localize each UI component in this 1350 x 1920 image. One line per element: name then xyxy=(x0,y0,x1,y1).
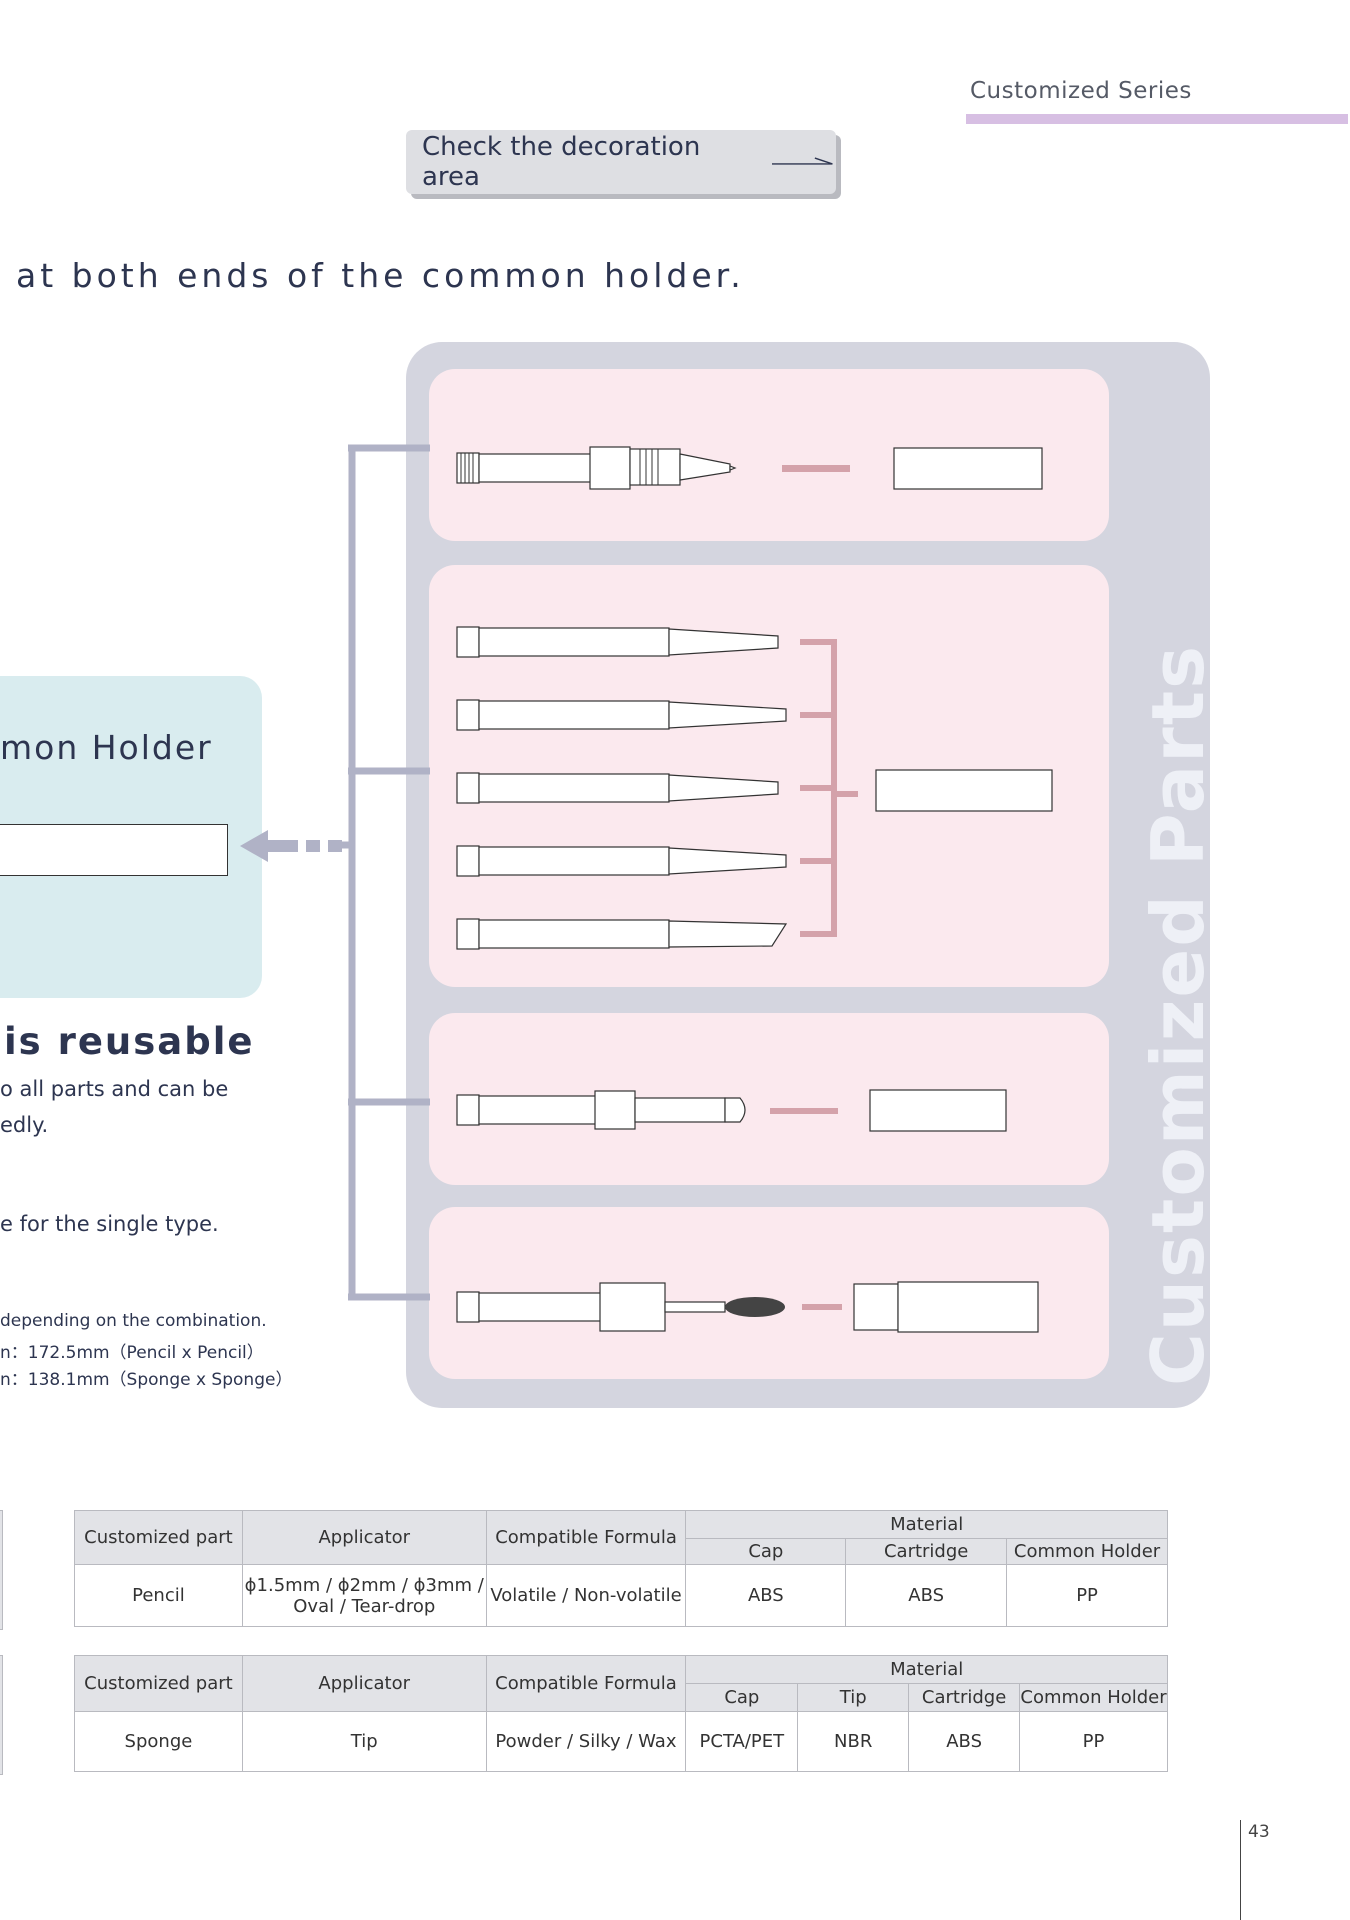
common-holder-illustration xyxy=(0,824,228,876)
table-header-formula: Compatible Formula xyxy=(485,1655,687,1712)
dashed-arrow-icon xyxy=(240,830,342,862)
table-header-material: Material xyxy=(685,1655,1168,1684)
material-col-cap: Cap xyxy=(685,1683,799,1712)
headline: at both ends of the common holder. xyxy=(16,256,745,295)
sponge-spec-table: Customized part Applicator Compatible Fo… xyxy=(74,1655,1168,1772)
cell-material-holder: PP xyxy=(1006,1564,1168,1627)
pencil-illustration xyxy=(456,446,1043,490)
length-note-sponge: n：138.1mm（Sponge x Sponge） xyxy=(0,1370,293,1390)
applicator-line-1: ϕ1.5mm / ϕ2mm / ϕ3mm / xyxy=(244,1574,484,1596)
customized-parts-vertical-title: Customized Parts xyxy=(1136,643,1220,1387)
material-col-tip: Tip xyxy=(797,1683,910,1712)
cell-formula: Volatile / Non-volatile xyxy=(485,1564,687,1627)
cell-material-cartridge: ABS xyxy=(845,1564,1008,1627)
table-header-applicator: Applicator xyxy=(241,1510,487,1565)
table-edge xyxy=(0,1510,3,1630)
pencil-spec-table: Customized part Applicator Compatible Fo… xyxy=(74,1510,1168,1627)
cell-material-cap: ABS xyxy=(685,1564,847,1627)
reusable-title: is reusable xyxy=(4,1020,255,1063)
series-label: Customized Series xyxy=(970,78,1192,104)
reusable-line-2: edly. xyxy=(0,1113,49,1137)
table-header-part: Customized part xyxy=(74,1655,243,1712)
cell-material-tip: NBR xyxy=(797,1711,910,1772)
cell-material-holder: PP xyxy=(1019,1711,1168,1772)
cell-part: Pencil xyxy=(74,1564,243,1627)
check-decoration-label: Check the decoration area xyxy=(422,132,701,192)
bracket-connector xyxy=(340,444,430,1301)
reusable-line-1: o all parts and can be xyxy=(0,1077,229,1101)
table-row: Sponge Tip Powder / Silky / Wax PCTA/PET… xyxy=(74,1711,1168,1772)
table-header-material: Material xyxy=(685,1510,1168,1539)
arrow-right-icon xyxy=(771,157,833,165)
cell-material-cap: PCTA/PET xyxy=(685,1711,799,1772)
combination-note: depending on the combination. xyxy=(0,1311,267,1331)
mascara-illustration xyxy=(456,1281,1039,1333)
sponge-illustration xyxy=(456,1089,1007,1132)
check-decoration-button[interactable]: Check the decoration area xyxy=(406,130,836,194)
material-col-holder: Common Holder xyxy=(1006,1538,1168,1565)
cell-material-cartridge: ABS xyxy=(908,1711,1021,1772)
cell-applicator: ϕ1.5mm / ϕ2mm / ϕ3mm / Oval / Tear-drop xyxy=(241,1564,487,1627)
series-underline xyxy=(966,114,1348,124)
cell-applicator: Tip xyxy=(241,1711,487,1772)
common-holder-title: mon Holder xyxy=(0,728,213,767)
single-type-note: e for the single type. xyxy=(0,1212,219,1236)
length-note-pencil: n：172.5mm（Pencil x Pencil） xyxy=(0,1343,264,1363)
table-header-formula: Compatible Formula xyxy=(485,1510,687,1565)
pencil-variant-illustrations xyxy=(456,626,1053,950)
material-col-cartridge: Cartridge xyxy=(908,1683,1021,1712)
cell-formula: Powder / Silky / Wax xyxy=(485,1711,687,1772)
page-divider xyxy=(1240,1820,1241,1920)
applicator-line-2: Oval / Tear-drop xyxy=(293,1595,436,1617)
page-number: 43 xyxy=(1248,1822,1270,1842)
cell-part: Sponge xyxy=(74,1711,243,1772)
material-col-cap: Cap xyxy=(685,1538,847,1565)
table-header-applicator: Applicator xyxy=(241,1655,487,1712)
table-edge xyxy=(0,1655,3,1775)
material-col-cartridge: Cartridge xyxy=(845,1538,1008,1565)
table-header-part: Customized part xyxy=(74,1510,243,1565)
table-row: Pencil ϕ1.5mm / ϕ2mm / ϕ3mm / Oval / Tea… xyxy=(74,1564,1168,1627)
material-col-holder: Common Holder xyxy=(1019,1683,1168,1712)
